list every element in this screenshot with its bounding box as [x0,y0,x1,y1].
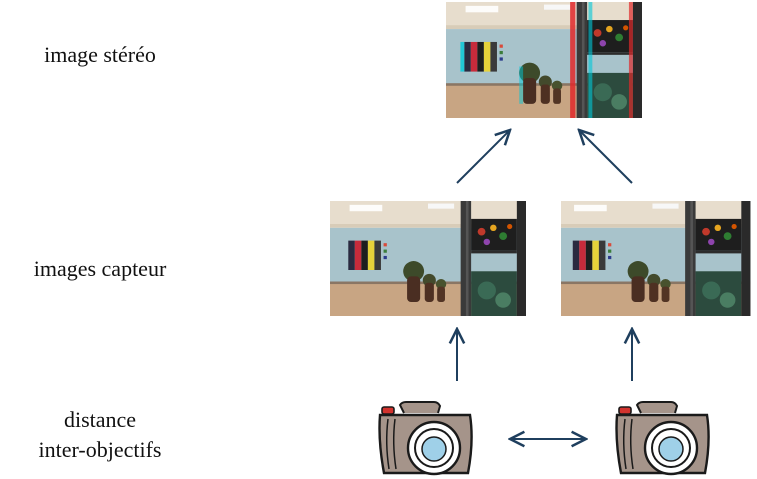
label-distance: distance inter-objectifs [0,405,200,465]
stereo-image [446,2,642,118]
label-sensor-images: images capteur [33,256,167,281]
label-distance-line2: inter-objectifs [38,437,162,462]
arrow-right-to-stereo [579,130,633,184]
camera-right-icon [615,401,710,476]
label-distance-line1: distance [63,407,137,432]
arrow-left-to-stereo [456,130,510,184]
label-stereo-image: image stéréo [44,42,156,67]
camera-left-icon [378,401,473,476]
